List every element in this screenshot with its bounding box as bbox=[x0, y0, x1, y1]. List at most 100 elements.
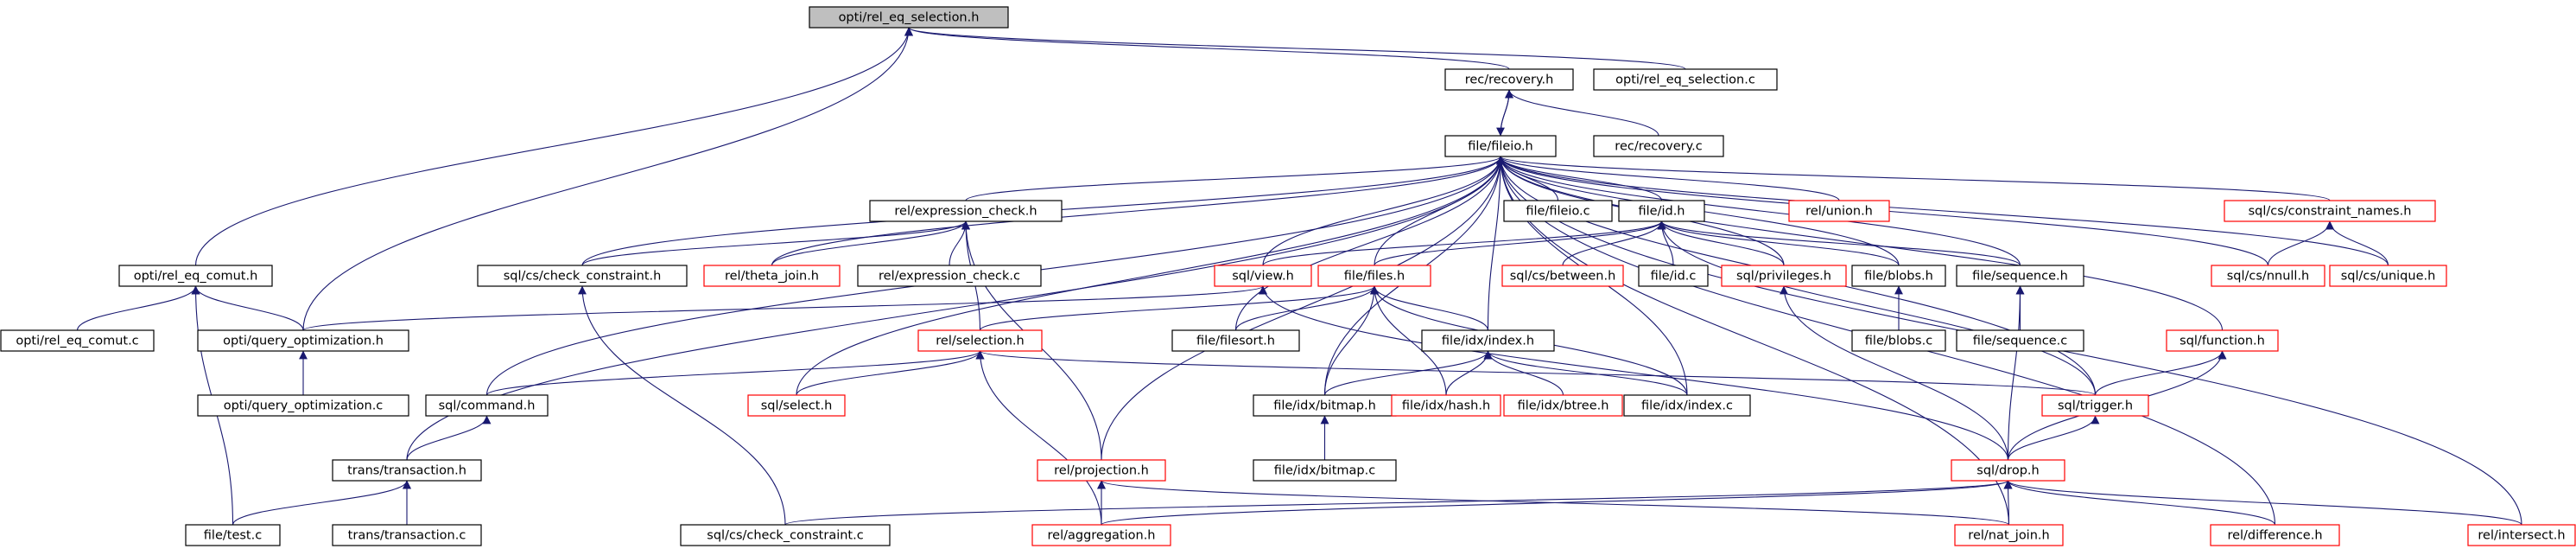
node-file-blobs-h[interactable]: file/blobs.h bbox=[1851, 265, 1946, 287]
node-box bbox=[1954, 524, 2064, 546]
node-label: sql/select.h bbox=[761, 399, 833, 413]
node-rel-union-h[interactable]: rel/union.h bbox=[1788, 200, 1890, 222]
node-sql-cs-check-constraint-h[interactable]: sql/cs/check_constraint.h bbox=[477, 265, 688, 287]
node-box bbox=[1788, 200, 1890, 222]
node-label: file/blobs.c bbox=[1865, 335, 1932, 348]
node-rel-expression-check-h[interactable]: rel/expression_check.h bbox=[869, 200, 1063, 222]
edge-file-idx-bitmap-h-to-file-files-h bbox=[1323, 285, 1379, 396]
node-file-blobs-c[interactable]: file/blobs.c bbox=[1851, 329, 1946, 352]
node-box bbox=[1956, 265, 2084, 287]
node-box bbox=[1851, 265, 1946, 287]
node-box bbox=[1623, 394, 1751, 417]
node-file-test-c[interactable]: file/test.c bbox=[185, 524, 281, 546]
node-file-idx-index-c[interactable]: file/idx/index.c bbox=[1623, 394, 1751, 417]
node-opti-query-optimization-h[interactable]: opti/query_optimization.h bbox=[197, 329, 409, 352]
edge-sql-trigger-h-to-sql-function-h bbox=[2094, 350, 2227, 396]
node-label: sql/trigger.h bbox=[2058, 399, 2133, 413]
edge-sql-trigger-h-to-file-id-h bbox=[1657, 220, 2097, 396]
node-file-id-h[interactable]: file/id.h bbox=[1618, 200, 1705, 222]
node-box bbox=[1951, 459, 2065, 482]
node-sql-function-h[interactable]: sql/function.h bbox=[2166, 329, 2279, 352]
node-opti-query-optimization-c[interactable]: opti/query_optimization.c bbox=[197, 394, 409, 417]
node-file-idx-btree-h[interactable]: file/idx/btree.h bbox=[1503, 394, 1623, 417]
node-box bbox=[1317, 265, 1431, 287]
edge-rel-theta-join-h-to-rel-expression-check-h bbox=[771, 220, 970, 266]
node-label: file/sequence.c bbox=[1973, 335, 2067, 348]
node-sql-cs-nnull-h[interactable]: sql/cs/nnull.h bbox=[2211, 265, 2325, 287]
node-box bbox=[2224, 200, 2436, 222]
node-rel-intersect-h[interactable]: rel/intersect.h bbox=[2467, 524, 2576, 546]
node-sql-cs-constraint-names-h[interactable]: sql/cs/constraint_names.h bbox=[2224, 200, 2436, 222]
node-sql-cs-unique-h[interactable]: sql/cs/unique.h bbox=[2329, 265, 2447, 287]
node-label: sql/cs/check_constraint.c bbox=[707, 529, 863, 543]
node-file-filesort-h[interactable]: file/filesort.h bbox=[1171, 329, 1300, 352]
node-rel-nat-join-h[interactable]: rel/nat_join.h bbox=[1954, 524, 2064, 546]
node-rel-selection-h[interactable]: rel/selection.h bbox=[917, 329, 1043, 352]
edge-sql-privileges-h-to-file-id-h bbox=[1657, 220, 1785, 266]
edge-opti-query-optimization-h-to-opti-rel-eq-selection-h bbox=[302, 27, 913, 331]
node-box bbox=[1721, 265, 1847, 287]
node-label: sql/drop.h bbox=[1976, 464, 2039, 478]
node-sql-drop-h[interactable]: sql/drop.h bbox=[1951, 459, 2065, 482]
node-file-fileio-h[interactable]: file/fileio.h bbox=[1444, 135, 1557, 157]
node-label: sql/cs/nnull.h bbox=[2227, 270, 2310, 284]
node-file-idx-hash-h[interactable]: file/idx/hash.h bbox=[1391, 394, 1501, 417]
node-file-sequence-h[interactable]: file/sequence.h bbox=[1956, 265, 2084, 287]
node-label: rel/theta_join.h bbox=[725, 270, 819, 284]
node-file-fileio-c[interactable]: file/fileio.c bbox=[1503, 200, 1613, 222]
node-box bbox=[1444, 68, 1574, 91]
node-label: rel/union.h bbox=[1805, 205, 1873, 219]
node-file-id-c[interactable]: file/id.c bbox=[1638, 265, 1709, 287]
edge-sql-drop-h-to-sql-view-h bbox=[1259, 285, 2009, 461]
node-box bbox=[1037, 459, 1166, 482]
node-label: file/fileio.c bbox=[1526, 205, 1589, 219]
node-rel-expression-check-c[interactable]: rel/expression_check.c bbox=[857, 265, 1042, 287]
node-file-idx-index-h[interactable]: file/idx/index.h bbox=[1421, 329, 1555, 352]
node-box bbox=[332, 524, 482, 546]
node-trans-transaction-c[interactable]: trans/transaction.c bbox=[332, 524, 482, 546]
edge-sql-select-h-to-file-fileio-h bbox=[796, 156, 1505, 396]
node-rel-difference-h[interactable]: rel/difference.h bbox=[2210, 524, 2340, 546]
node-box bbox=[477, 265, 688, 287]
node-rel-aggregation-h[interactable]: rel/aggregation.h bbox=[1031, 524, 1171, 546]
node-label: file/sequence.h bbox=[1972, 270, 2068, 284]
node-box bbox=[1638, 265, 1709, 287]
edge-rec-recovery-h-to-file-fileio-h bbox=[1496, 89, 1510, 137]
edge-sql-drop-h-to-sql-privileges-h bbox=[1780, 285, 2009, 461]
node-box bbox=[1851, 329, 1946, 352]
node-label: sql/view.h bbox=[1232, 270, 1294, 284]
node-label: trans/transaction.h bbox=[347, 464, 466, 478]
node-rel-theta-join-h[interactable]: rel/theta_join.h bbox=[703, 265, 841, 287]
node-rel-projection-h[interactable]: rel/projection.h bbox=[1037, 459, 1166, 482]
node-sql-view-h[interactable]: sql/view.h bbox=[1214, 265, 1312, 287]
edge-opti-rel-eq-selection-c-to-opti-rel-eq-selection-h bbox=[904, 27, 1686, 70]
edge-sql-view-h-to-file-id-h bbox=[1262, 220, 1666, 266]
node-box bbox=[0, 329, 155, 352]
node-box bbox=[2041, 394, 2149, 417]
node-label: rel/expression_check.c bbox=[879, 270, 1020, 284]
node-sql-trigger-h[interactable]: sql/trigger.h bbox=[2041, 394, 2149, 417]
node-opti-rel-eq-comut-h[interactable]: opti/rel_eq_comut.h bbox=[118, 265, 273, 287]
node-sql-select-h[interactable]: sql/select.h bbox=[747, 394, 846, 417]
node-opti-rel-eq-selection-c[interactable]: opti/rel_eq_selection.c bbox=[1593, 68, 1778, 91]
node-sql-command-h[interactable]: sql/command.h bbox=[425, 394, 549, 417]
node-box bbox=[1956, 329, 2084, 352]
node-trans-transaction-h[interactable]: trans/transaction.h bbox=[332, 459, 482, 482]
node-box bbox=[2329, 265, 2447, 287]
node-label: sql/cs/unique.h bbox=[2341, 270, 2436, 284]
node-box bbox=[332, 459, 482, 482]
node-file-files-h[interactable]: file/files.h bbox=[1317, 265, 1431, 287]
edge-rel-aggregation-h-to-rel-selection-h bbox=[975, 350, 1102, 526]
node-rec-recovery-c[interactable]: rec/recovery.c bbox=[1593, 135, 1724, 157]
node-sql-cs-between-h[interactable]: sql/cs/between.h bbox=[1501, 265, 1624, 287]
node-sql-cs-check-constraint-c[interactable]: sql/cs/check_constraint.c bbox=[680, 524, 891, 546]
node-file-idx-bitmap-h[interactable]: file/idx/bitmap.h bbox=[1253, 394, 1397, 417]
node-file-idx-bitmap-c[interactable]: file/idx/bitmap.c bbox=[1253, 459, 1397, 482]
node-opti-rel-eq-selection-h[interactable]: opti/rel_eq_selection.h bbox=[809, 6, 1009, 29]
node-opti-rel-eq-comut-c[interactable]: opti/rel_eq_comut.c bbox=[0, 329, 155, 352]
node-label: rel/expression_check.h bbox=[894, 205, 1037, 219]
node-file-sequence-c[interactable]: file/sequence.c bbox=[1956, 329, 2084, 352]
node-sql-privileges-h[interactable]: sql/privileges.h bbox=[1721, 265, 1847, 287]
node-box bbox=[680, 524, 891, 546]
node-rec-recovery-h[interactable]: rec/recovery.h bbox=[1444, 68, 1574, 91]
